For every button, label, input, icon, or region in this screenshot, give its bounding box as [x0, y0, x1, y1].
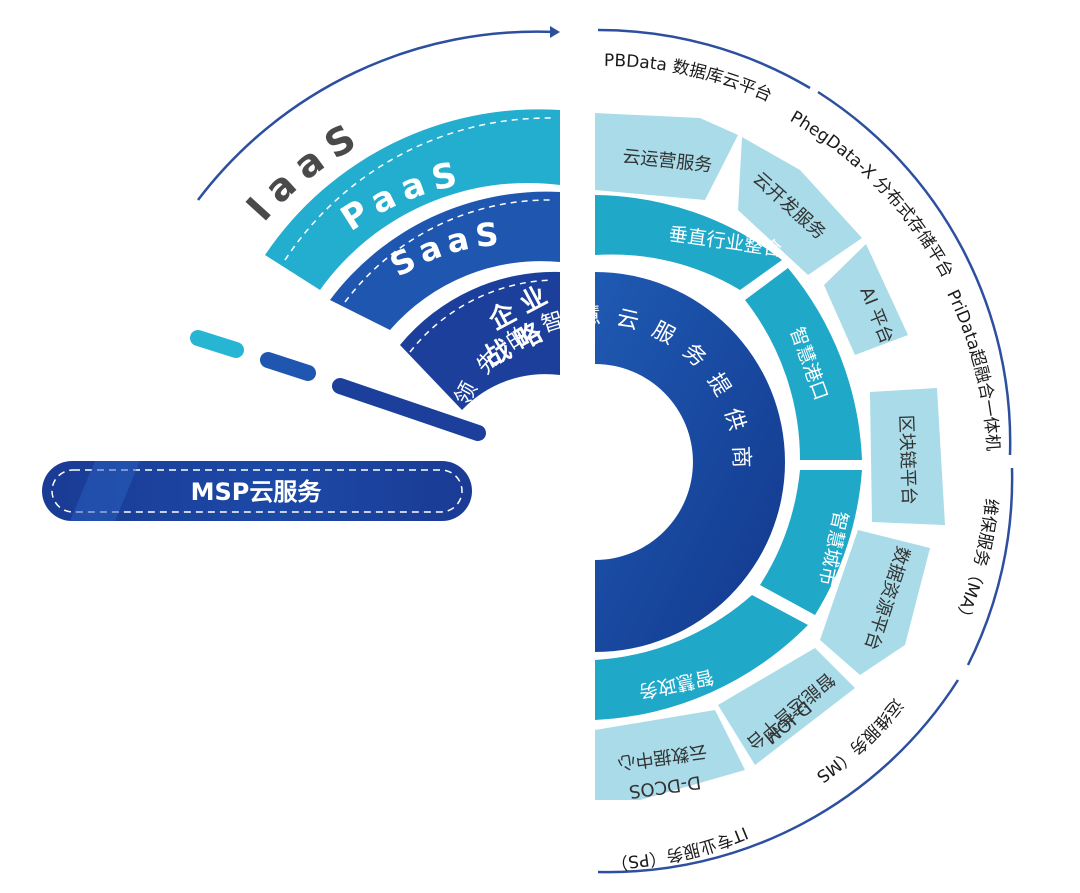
platform-label-blockchain: 区块链平台	[895, 414, 919, 505]
core-char: 云	[614, 306, 641, 335]
strategy-band	[400, 271, 560, 410]
outer-arc-pbdata	[597, 28, 811, 90]
dash-3	[332, 378, 486, 441]
core-char: 慧	[578, 304, 601, 330]
iaas-outer-arc	[197, 30, 556, 201]
industry-ring	[595, 195, 862, 720]
outer-arc-ps	[597, 679, 960, 874]
msp-label: MSP云服务	[191, 478, 323, 506]
strategy-dashed-line	[409, 279, 553, 353]
paas-band	[265, 109, 560, 290]
outer-label-pridata: PriData超融合一体机	[942, 287, 1002, 452]
msp-highlight	[70, 461, 140, 521]
saas-band	[330, 191, 560, 330]
msp-pill	[42, 461, 472, 521]
dash-2	[260, 352, 316, 381]
platform-ring	[595, 113, 945, 800]
outer-label-ma: 维保服务（MA）	[949, 497, 1001, 627]
outer-arc-ma	[966, 467, 1014, 666]
core-char: 商	[728, 445, 754, 468]
arrow-head-icon	[550, 26, 560, 38]
outer-arc-pri	[817, 90, 1012, 456]
msp-pill-dashed	[51, 469, 463, 513]
paas-dashed-line	[284, 117, 553, 261]
dash-1	[190, 330, 244, 358]
core-ring	[595, 272, 785, 652]
